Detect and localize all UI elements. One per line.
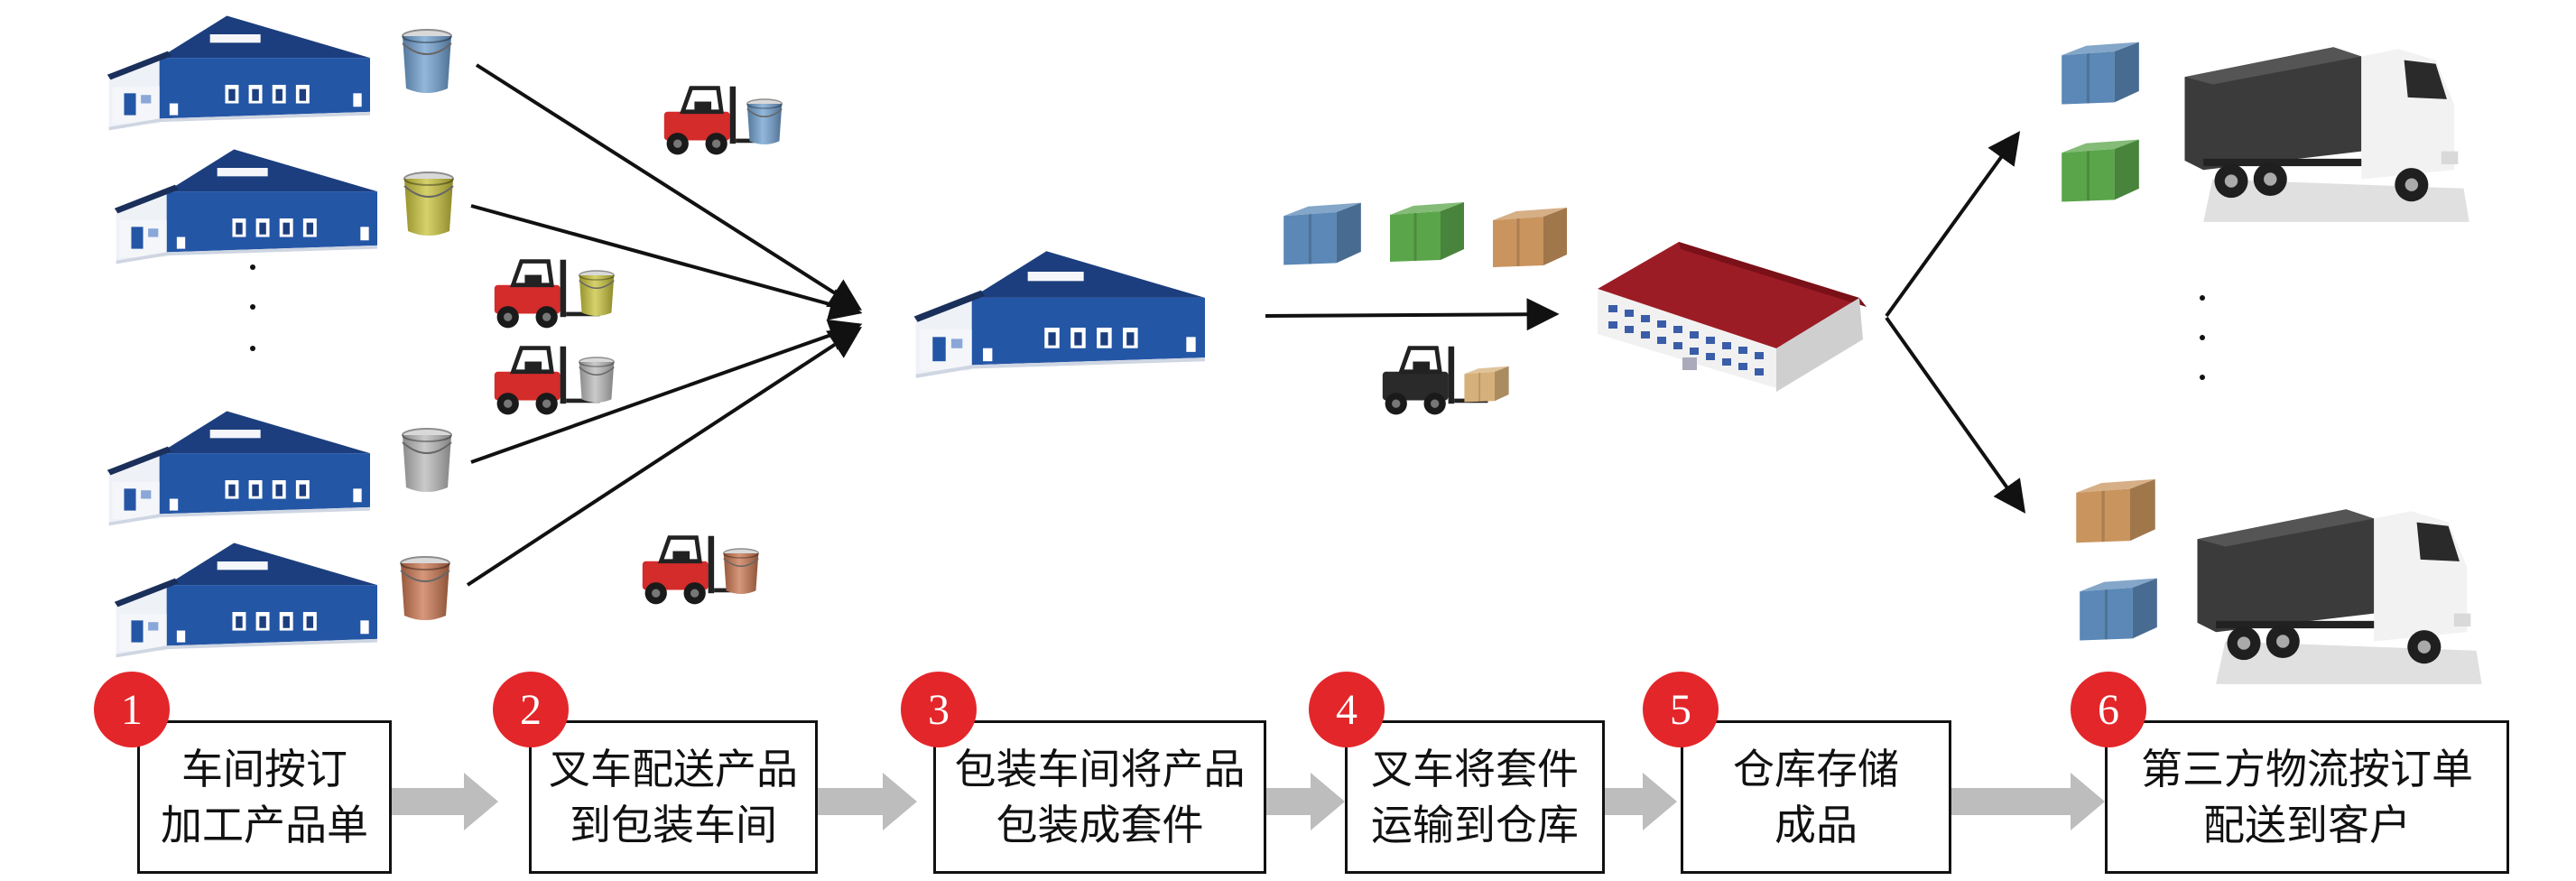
- step-2-line2: 到包装车间: [570, 801, 777, 849]
- package-box-icon: [1463, 365, 1510, 403]
- paint-bucket-icon: [403, 171, 455, 236]
- step-box-3: 包装车间将产品包装成套件: [933, 720, 1266, 874]
- step-badge-6: 6: [2071, 672, 2146, 747]
- step-3-line2: 包装成套件: [996, 801, 1204, 849]
- paint-bucket-icon: [578, 356, 616, 403]
- step-4-line1: 叉车将套件: [1371, 745, 1579, 793]
- step-6-line2: 配送到客户: [2203, 801, 2411, 849]
- step-box-4: 叉车将套件运输到仓库: [1345, 720, 1605, 874]
- step-6-line1: 第三方物流按订单: [2141, 745, 2473, 793]
- paint-bucket-icon: [746, 97, 783, 145]
- vertical-ellipsis: [250, 264, 255, 351]
- step-badge-1: 1: [94, 672, 170, 747]
- step-1-line1: 车间按订: [181, 745, 347, 793]
- flow-arrows: [392, 773, 2105, 830]
- truck-icon: [2197, 509, 2482, 684]
- step-2-line1: 叉车配送产品: [549, 745, 798, 793]
- step-box-2: 叉车配送产品到包装车间: [529, 720, 818, 874]
- package-box-icon: [1491, 206, 1569, 269]
- workshop-1: [107, 15, 371, 131]
- step-3-line1: 包装车间将产品: [954, 745, 1246, 793]
- step-box-5: 仓库存储成品: [1681, 720, 1951, 874]
- step-box-6: 第三方物流按订单配送到客户: [2105, 720, 2509, 874]
- package-box-icon: [2060, 40, 2141, 107]
- step-4-line2: 运输到仓库: [1371, 801, 1579, 849]
- step-badge-2: 2: [493, 672, 569, 747]
- arrow-to-warehouse: [1265, 298, 1560, 331]
- package-box-icon: [1388, 200, 1466, 264]
- step-badge-4: 4: [1309, 672, 1385, 747]
- workshop-3: [107, 411, 371, 526]
- workshop-2: [114, 149, 378, 264]
- paint-bucket-icon: [722, 547, 760, 595]
- warehouse-icon: [1598, 242, 1867, 392]
- step-5-line1: 仓库存储: [1733, 745, 1899, 793]
- paint-bucket-icon: [578, 269, 616, 317]
- step-box-1: 车间按订加工产品单: [137, 720, 392, 874]
- step-5-line2: 成品: [1774, 801, 1858, 849]
- diverging-arrows: [1885, 131, 2026, 514]
- paint-bucket-icon: [401, 28, 453, 94]
- step-badge-5: 5: [1643, 672, 1719, 747]
- truck-icon: [2184, 47, 2469, 222]
- step-badge-3: 3: [901, 672, 977, 747]
- package-box-icon: [1282, 200, 1363, 267]
- vertical-ellipsis: [2200, 295, 2205, 380]
- package-box-icon: [2074, 478, 2157, 544]
- packaging-workshop: [913, 251, 1205, 378]
- step-1-line2: 加工产品单: [161, 801, 368, 849]
- package-box-icon: [2060, 137, 2141, 204]
- converging-arrows: [466, 63, 863, 587]
- package-box-icon: [2078, 576, 2159, 643]
- paint-bucket-icon: [399, 555, 451, 621]
- paint-bucket-icon: [401, 427, 453, 493]
- workshop-4: [114, 543, 378, 658]
